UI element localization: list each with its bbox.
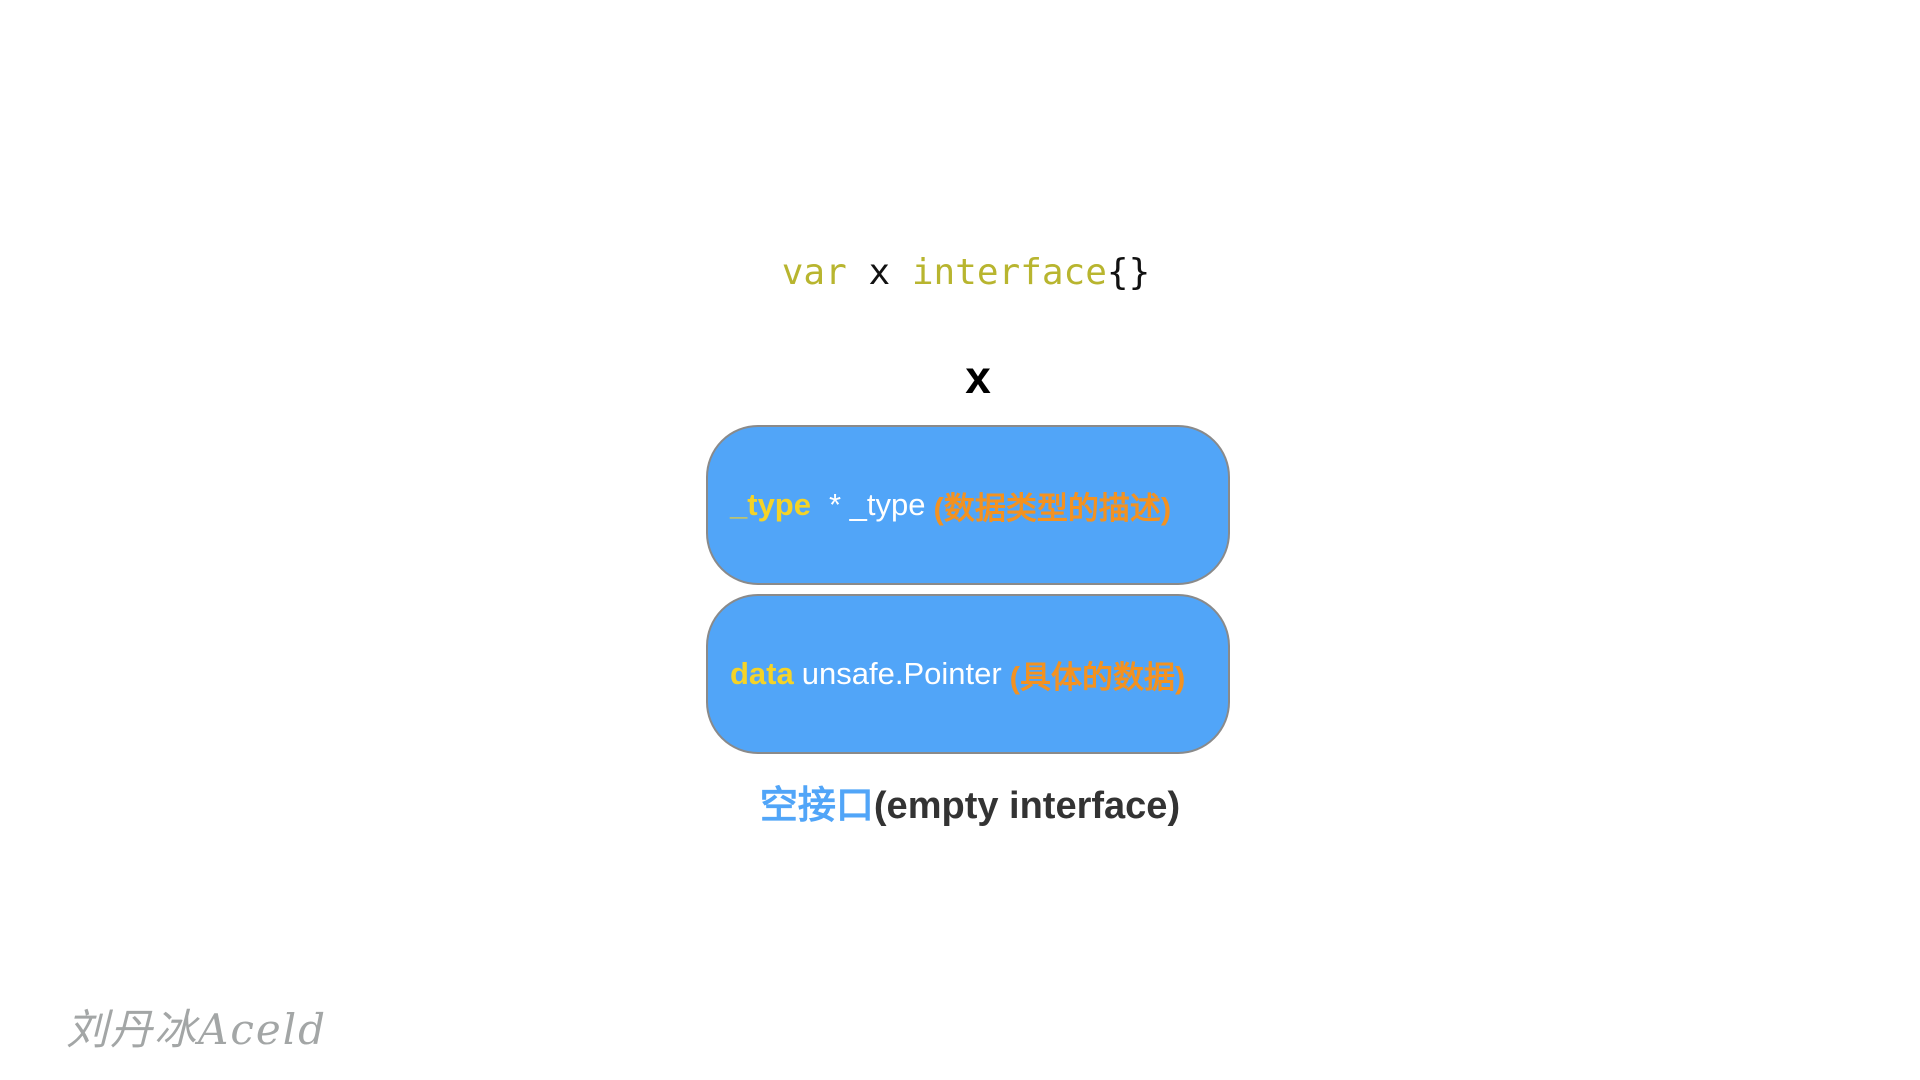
field-desc-data: (具体的数据)	[1009, 659, 1186, 695]
field-name-type: _type	[730, 487, 811, 522]
field-desc-type: (数据类型的描述)	[933, 490, 1172, 526]
variable-label: x	[965, 351, 991, 403]
code-keyword-interface: interface	[911, 252, 1107, 293]
code-identifier: x	[868, 252, 891, 293]
caption-zh: 空接口	[759, 785, 874, 827]
code-keyword-var: var	[781, 252, 847, 293]
type-field-box: _type * _type(数据类型的描述)	[706, 425, 1230, 585]
field-name-data: data	[730, 656, 794, 691]
author-watermark: 刘丹冰Aceld	[66, 1005, 328, 1054]
caption-en: (empty interface)	[873, 785, 1181, 827]
field-type-data: unsafe.Pointer	[801, 656, 1002, 691]
code-declaration: var x interface{}	[0, 249, 1920, 297]
diagram-caption: 空接口(empty interface)	[0, 782, 1920, 830]
field-type-type: * _type	[828, 487, 926, 522]
code-braces: {}	[1106, 252, 1151, 293]
